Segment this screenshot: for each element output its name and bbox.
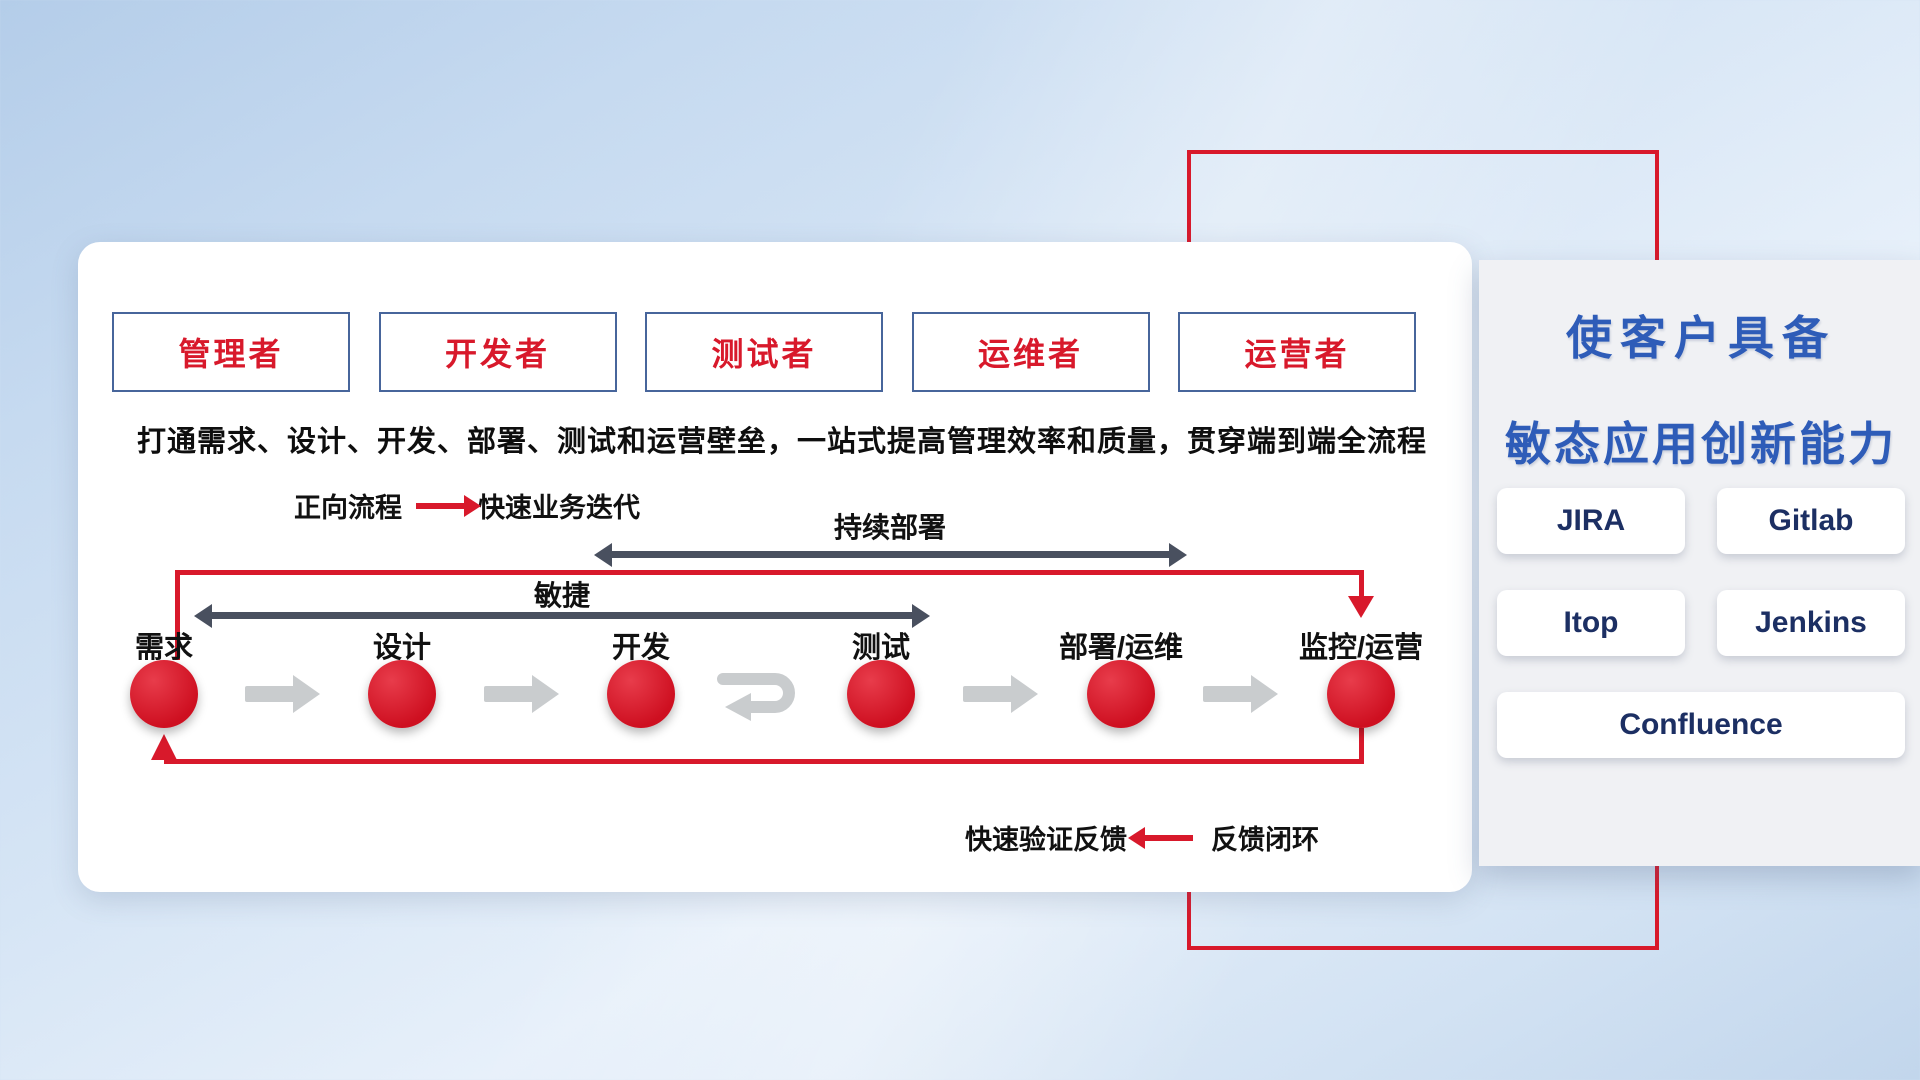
stage-dot-design <box>368 660 436 728</box>
forward-flow-desc: 快速业务迭代 <box>478 493 640 523</box>
feedback-loop-arrowhead-icon <box>151 734 177 760</box>
flow-arrow-icon <box>963 674 1039 714</box>
stage-dot-test <box>847 660 915 728</box>
flow-arrow-icon <box>1203 674 1279 714</box>
stage-label-develop: 开发 <box>611 632 671 664</box>
tool-grid: JIRA Gitlab Itop Jenkins Confluence <box>1497 488 1905 758</box>
role-label: 运维者 <box>977 336 1083 372</box>
stage-dot-requirements <box>130 660 198 728</box>
forward-loop-end-line <box>1359 570 1364 598</box>
agile-arrow-icon <box>212 612 912 619</box>
continuous-deploy-label: 持续部署 <box>833 512 947 543</box>
feedback-legend: 快速验证反馈 反馈闭环 <box>965 818 1319 857</box>
role-box-developer: 开发者 <box>378 312 617 392</box>
panel-title-line1: 使客户具备 <box>1566 312 1836 364</box>
role-label: 运营者 <box>1244 336 1350 372</box>
role-box-operator: 运营者 <box>1178 312 1416 392</box>
tool-chip-itop: Itop <box>1497 590 1685 656</box>
role-label: 开发者 <box>444 336 550 372</box>
right-panel: 使客户具备 敏态应用创新能力 JIRA Gitlab Itop Jenkins … <box>1479 260 1920 866</box>
feedback-loop-line <box>164 728 1364 764</box>
stage-label-deploy-ops: 部署/运维 <box>1058 632 1184 664</box>
role-box-ops: 运维者 <box>911 312 1150 392</box>
tool-chip-jira: JIRA <box>1497 488 1685 554</box>
stage-dot-monitor-ops <box>1327 660 1395 728</box>
stage-label-monitor-ops: 监控/运营 <box>1298 632 1424 664</box>
feedback-arrow-icon <box>1145 834 1193 841</box>
tool-chip-confluence: Confluence <box>1497 692 1905 758</box>
stage-label-requirements: 需求 <box>134 632 194 664</box>
stage-dot-develop <box>607 660 675 728</box>
forward-loop-line <box>175 570 1361 660</box>
tool-chip-gitlab: Gitlab <box>1717 488 1905 554</box>
role-label: 测试者 <box>711 336 817 372</box>
feedback-label: 反馈闭环 <box>1211 825 1319 855</box>
forward-loop-arrowhead-icon <box>1348 596 1374 618</box>
panel-title: 使客户具备 敏态应用创新能力 <box>1479 260 1920 474</box>
feedback-desc: 快速验证反馈 <box>965 825 1127 855</box>
continuous-deploy-arrow-icon <box>612 551 1169 558</box>
stage-label-test: 测试 <box>851 632 911 664</box>
subtitle: 打通需求、设计、开发、部署、测试和运营壁垒，一站式提高管理效率和质量，贯穿端到端… <box>137 426 1428 458</box>
flow-arrow-icon <box>245 674 321 714</box>
panel-title-line2: 敏态应用创新能力 <box>1505 418 1897 470</box>
tool-chip-jenkins: Jenkins <box>1717 590 1905 656</box>
roles-row: 管理者 开发者 测试者 运维者 运营者 <box>112 312 1416 392</box>
agile-label: 敏捷 <box>533 580 591 611</box>
role-box-tester: 测试者 <box>645 312 883 392</box>
forward-flow-label: 正向流程 <box>294 493 402 523</box>
forward-arrow-icon <box>416 502 464 509</box>
main-card: 管理者 开发者 测试者 运维者 运营者 打通需求、设计、开发、部署、测试和运营壁… <box>78 242 1472 892</box>
stage-dot-deploy-ops <box>1087 660 1155 728</box>
flow-arrow-icon <box>484 674 560 714</box>
iteration-loop-icon <box>717 673 795 721</box>
stage-label-design: 设计 <box>372 632 432 664</box>
role-label: 管理者 <box>178 336 284 372</box>
forward-flow-legend: 正向流程 快速业务迭代 <box>294 486 640 525</box>
role-box-manager: 管理者 <box>112 312 350 392</box>
